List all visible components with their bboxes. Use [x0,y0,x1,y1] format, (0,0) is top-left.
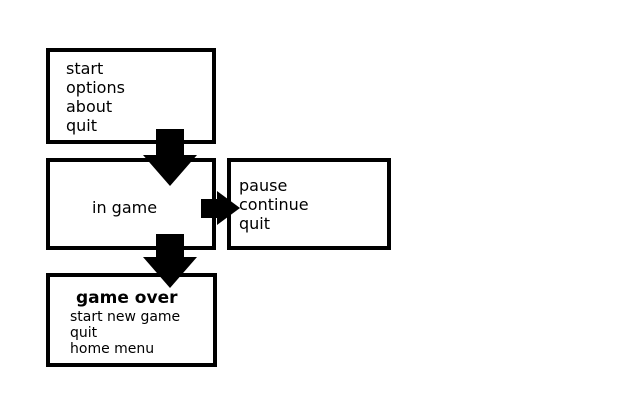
pause-menu-item-pause: pause [239,176,288,195]
pause-menu-item-quit: quit [239,214,271,233]
main-menu-item-start: start [66,59,104,78]
main-menu-item-options: options [66,78,125,97]
main-menu-item-quit: quit [66,116,98,135]
main-menu-item-about: about [66,97,113,116]
in-game-box: in game [46,158,216,250]
pause-menu-box: pause continue quit [227,158,391,250]
pause-menu-item-continue: continue [239,195,309,214]
arrow-in-game-to-game-over [143,234,197,288]
game-over-item-start-new-game: start new game [70,309,181,325]
game-over-item-home-menu: home menu [70,341,155,357]
arrow-in-game-to-pause-menu [201,191,240,225]
game-over-box: game over start new game quit home menu [46,273,217,367]
game-over-title: game over [76,288,178,308]
game-over-item-quit: quit [70,325,98,341]
in-game-label: in game [92,198,158,217]
arrow-main-menu-to-in-game [143,129,197,186]
main-menu-box: start options about quit [46,48,216,144]
